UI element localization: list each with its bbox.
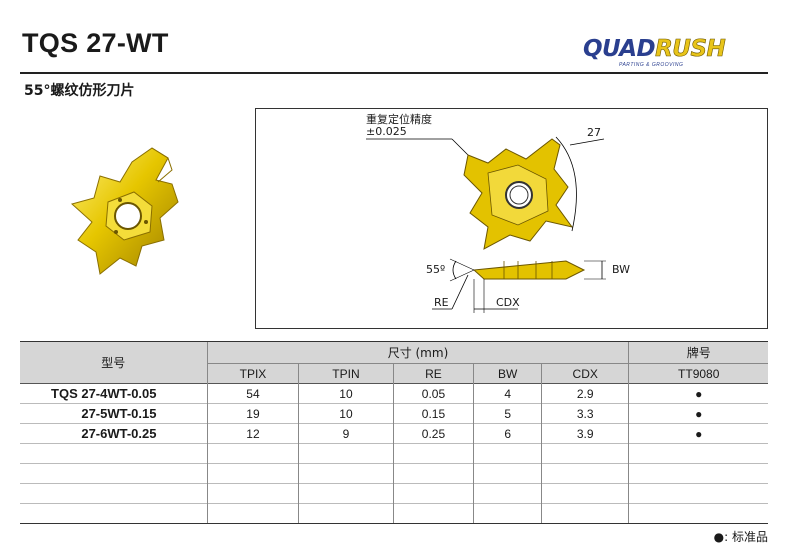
insert-product-image [70, 147, 179, 275]
table-row-empty [20, 443, 768, 464]
re-label: RE [434, 296, 449, 309]
cdx-label: CDX [496, 296, 520, 309]
col-cdx: CDX [540, 363, 629, 384]
model-header: 型号 [20, 341, 207, 384]
technical-drawing: 重复定位精度 ±0.025 27 55º BW RE CDX [255, 108, 768, 329]
grade-header: 牌号 [628, 341, 768, 364]
row-model: 27-5WT-0.15 [20, 403, 207, 424]
table-row: TQS 27-4WT-0.05 54 10 0.05 4 2.9 ● [20, 383, 768, 404]
col-grade-tt9080: TT9080 [628, 363, 768, 384]
grade-dot: ● [628, 403, 768, 424]
col-tpix: TPIX [206, 363, 299, 384]
insert-hole [114, 202, 142, 230]
col-re: RE [392, 363, 474, 384]
col-bw: BW [473, 363, 542, 384]
size-27-label: 27 [587, 126, 601, 139]
header-divider [20, 72, 768, 74]
logo-wordmark: QUADRUSH [583, 36, 726, 63]
table-row-empty [20, 463, 768, 484]
table-row: 27-5WT-0.15 19 10 0.15 5 3.3 ● [20, 403, 768, 424]
bw-label: BW [612, 263, 631, 276]
page-subtitle: 55°螺纹仿形刀片 [24, 83, 135, 99]
page-title: TQS 27-WT [22, 28, 169, 58]
legend-note: ●: 标准品 [713, 530, 768, 544]
grade-dot: ● [628, 423, 768, 444]
logo-tagline: PARTING & GROOVING [619, 62, 684, 68]
table-row-empty [20, 483, 768, 504]
size-header: 尺寸 (mm) [206, 341, 629, 364]
accuracy-label: 重复定位精度 [366, 113, 432, 126]
insert-top-view [463, 138, 574, 250]
table-row-empty [20, 503, 768, 524]
grade-dot: ● [628, 383, 768, 404]
spec-table: 型号 尺寸 (mm) 牌号 TPIX TPIN RE BW CDX TT9080… [20, 341, 768, 524]
row-model: TQS 27-4WT-0.05 [20, 383, 207, 404]
row-model: 27-6WT-0.25 [20, 423, 207, 444]
table-row: 27-6WT-0.25 12 9 0.25 6 3.9 ● [20, 423, 768, 444]
angle-55-label: 55º [426, 263, 446, 276]
accuracy-value: ±0.025 [366, 125, 407, 138]
brand-logo: QUADRUSH PARTING & GROOVING [583, 36, 773, 70]
col-tpin: TPIN [298, 363, 394, 384]
insert-side-view [472, 260, 586, 280]
